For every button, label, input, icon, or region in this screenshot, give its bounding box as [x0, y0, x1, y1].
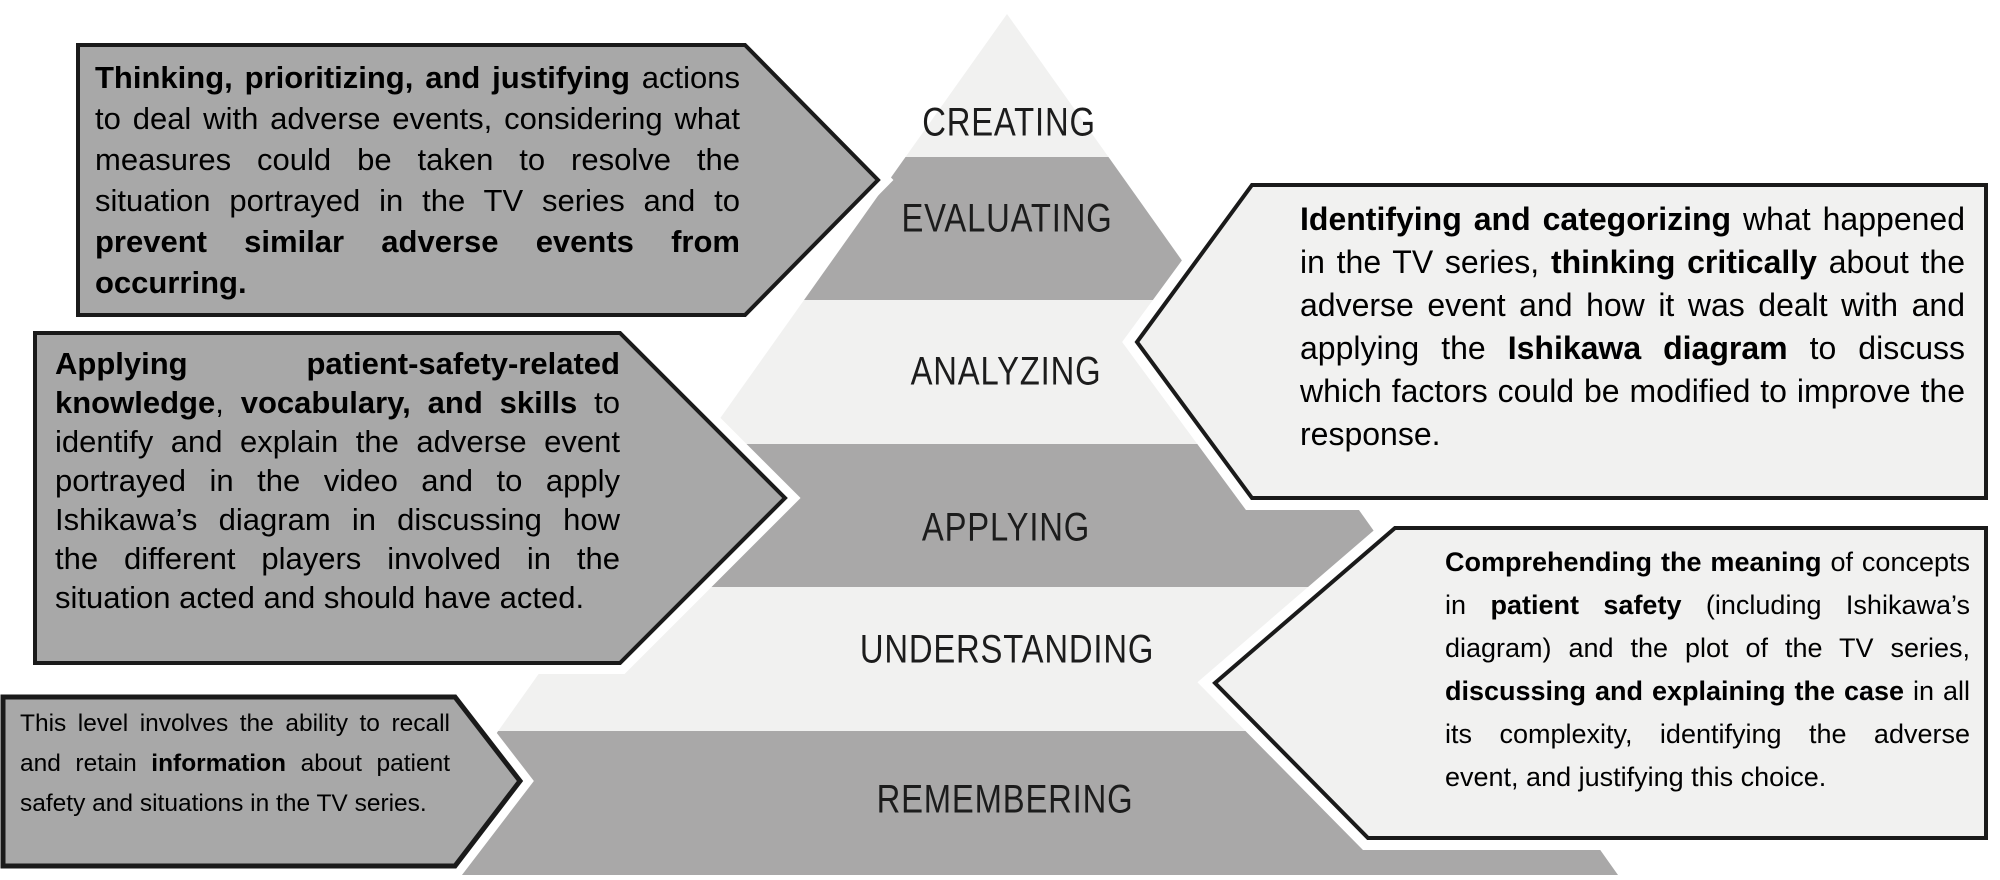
callout-right-bottom-text: Comprehending the meaning of concepts in… — [1445, 547, 1971, 792]
callout-left-top-shape — [76, 43, 881, 317]
level-label-evaluating: EVALUATING — [901, 196, 1113, 241]
callout-right-top-text: Identifying and categorizing what happen… — [1300, 201, 1966, 452]
level-label-remembering: REMEMBERING — [876, 777, 1134, 822]
callout-right-top-shape — [1134, 183, 1988, 500]
callout-left-bottom-shape — [0, 694, 524, 869]
callout-left-middle-shape — [33, 331, 788, 665]
level-label-understanding: UNDERSTANDING — [859, 627, 1155, 672]
callout-left-top-text: Thinking, prioritizing, and justifying a… — [95, 60, 740, 300]
level-label-creating: CREATING — [922, 100, 1096, 145]
callout-left-bottom-text: This level involves the ability to recal… — [20, 710, 451, 817]
level-label-analyzing: ANALYZING — [910, 349, 1102, 394]
callout-right-bottom-shape — [1212, 526, 1988, 840]
callout-left-middle-text: Applying patient-safety-related knowledg… — [55, 346, 620, 615]
level-label-applying: APPLYING — [921, 505, 1091, 550]
